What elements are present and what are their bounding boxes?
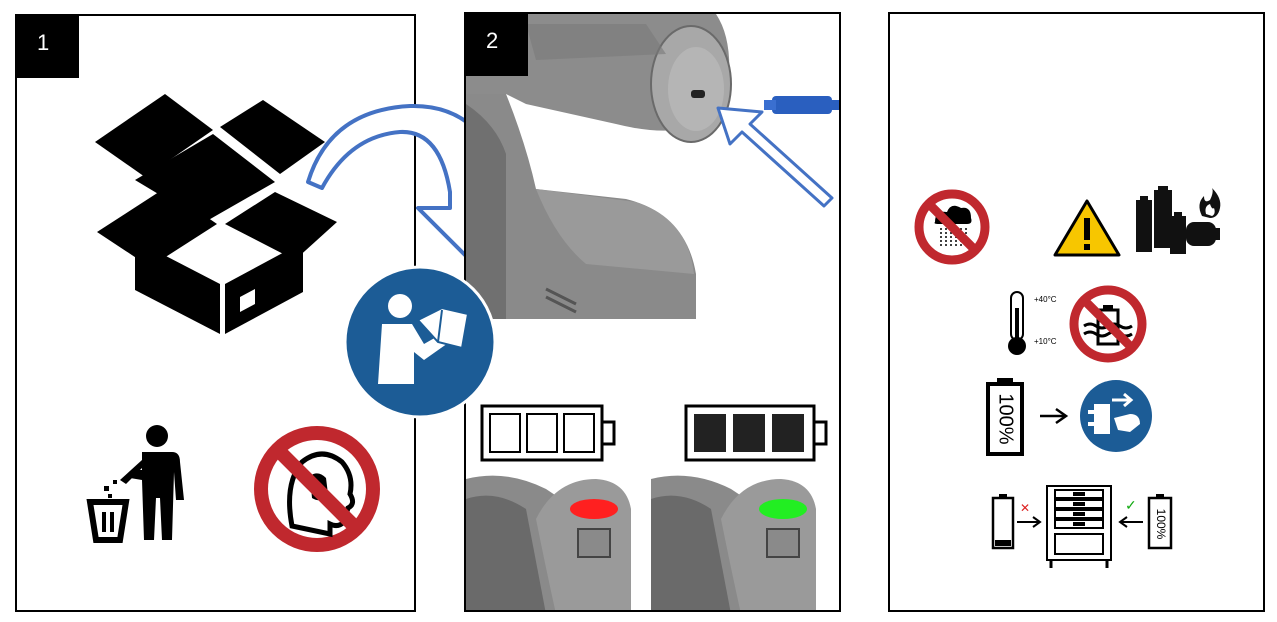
unplug-icon xyxy=(1080,380,1152,452)
tool-charging-red xyxy=(466,475,631,610)
panel-number-badge-2: 2 xyxy=(466,14,528,76)
indicator-red xyxy=(570,499,618,519)
battery-full-icon xyxy=(684,404,828,462)
panel-charging xyxy=(464,12,841,612)
plug-in-arrow-icon xyxy=(716,106,834,208)
temperature-max-label: +40°C xyxy=(1034,295,1057,304)
battery-full-label: 100% xyxy=(995,393,1017,444)
usb-cable-icon xyxy=(764,96,839,114)
read-manual-icon xyxy=(343,265,497,419)
trash-disposal-icon xyxy=(86,425,184,543)
battery-full-label-2: 100% xyxy=(1154,509,1168,540)
power-tool-image xyxy=(466,14,732,319)
svg-text:✕: ✕ xyxy=(1020,501,1030,515)
battery-100-icon: 100% xyxy=(986,378,1024,456)
no-water-battery-icon xyxy=(1069,285,1147,363)
open-box-icon xyxy=(95,94,337,334)
panel-number-badge-1: 1 xyxy=(17,16,79,78)
warning-icon xyxy=(1053,199,1121,257)
right-arrow-icon xyxy=(1040,407,1069,425)
battery-fire-icon xyxy=(1136,186,1221,254)
svg-text:✓: ✓ xyxy=(1125,497,1137,513)
recycling-cabinet-icon: ✕ ✓ 100% xyxy=(991,485,1173,568)
no-rain-icon xyxy=(914,189,990,265)
no-children-icon xyxy=(254,426,380,552)
thermometer-icon: +40°C +10°C xyxy=(1008,291,1057,355)
temperature-min-label: +10°C xyxy=(1034,337,1057,346)
battery-empty-icon xyxy=(480,404,616,462)
indicator-green xyxy=(759,499,807,519)
tool-charged-green xyxy=(651,475,816,610)
